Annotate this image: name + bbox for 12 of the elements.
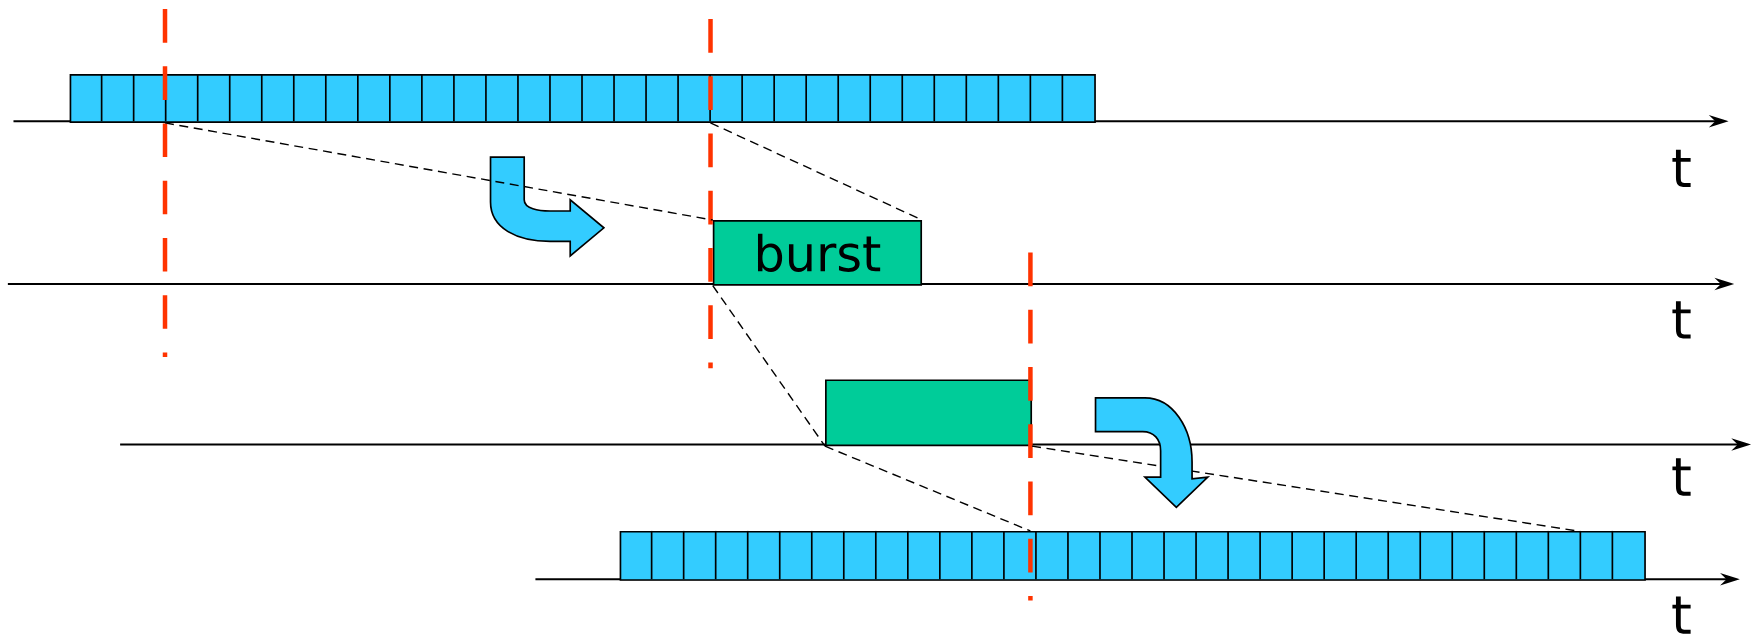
axis-label: t <box>1672 301 1691 339</box>
projection-line <box>164 122 714 221</box>
projection-line <box>824 445 1032 532</box>
axis-label: t <box>1672 458 1691 496</box>
block-arrow <box>1094 397 1209 509</box>
axis-label: t <box>1672 149 1691 188</box>
projection-line <box>712 285 826 448</box>
cell-bar <box>69 73 1096 124</box>
cell-bar <box>619 530 1646 582</box>
burst-box: burst <box>712 220 923 286</box>
axis-label: t <box>1672 596 1691 634</box>
burst-box <box>825 379 1033 447</box>
